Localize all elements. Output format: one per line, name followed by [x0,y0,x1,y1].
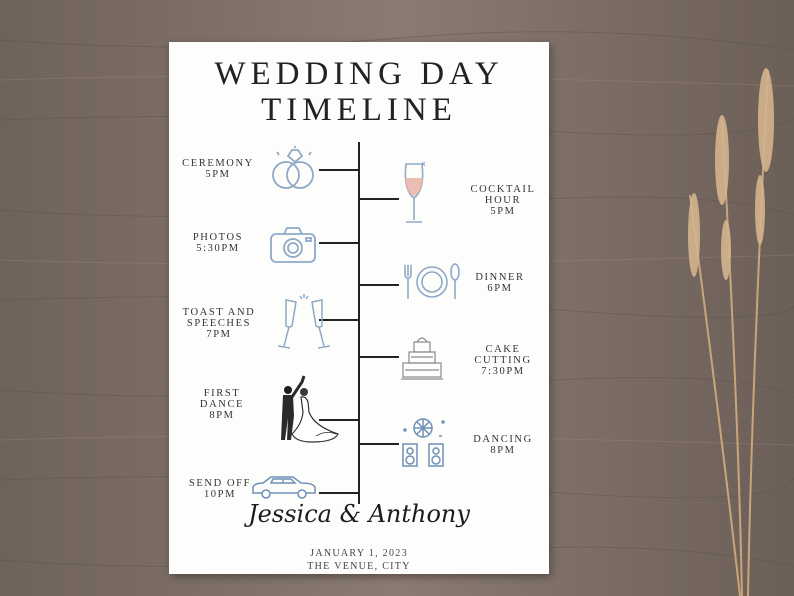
timeline-tick [359,443,399,445]
event-name: CAKE CUTTING [474,344,532,366]
event-name: DANCING [473,434,533,445]
couple-names: Jessica & Anthony [248,500,470,528]
event-time: 5PM [490,206,516,217]
wedding-cake-icon [401,337,443,380]
timeline-tick [319,419,359,421]
event-first-dance: FIRST DANCE 8PM [189,388,255,421]
event-time: 7:30PM [481,366,525,377]
event-time: 8PM [209,410,235,421]
event-name: COCKTAIL HOUR [470,184,536,206]
event-name: DINNER [475,272,525,283]
wedding-rings-icon [272,146,314,189]
event-photos: PHOTOS 5:30PM [174,232,262,254]
event-cocktail-hour: COCKTAIL HOUR 5PM [457,184,549,217]
event-dancing: DANCING 8PM [457,434,549,456]
timeline-tick [319,319,359,321]
event-venue: THE VENUE, CITY [307,561,411,572]
champagne-toast-icon [277,294,331,349]
event-time: 5PM [205,169,231,180]
event-dinner: DINNER 6PM [457,272,543,294]
timeline-tick [359,356,399,358]
event-name: TOAST AND SPEECHES [182,307,256,329]
event-time: 7PM [206,329,232,340]
timeline-tick [359,198,399,200]
wine-glass-icon [404,161,426,223]
event-date: JANUARY 1, 2023 [310,548,408,559]
event-send-off: SEND OFF 10PM [179,478,261,500]
timeline-tick [319,242,359,244]
event-ceremony: CEREMONY 5PM [174,158,262,180]
timeline-tick [319,169,359,171]
plate-cutlery-icon [404,263,460,299]
car-icon [252,476,316,499]
event-time: 10PM [203,489,237,500]
page-subtitle: TIMELINE [261,92,457,128]
event-name: SEND OFF [188,478,252,489]
dancing-couple-icon [281,375,339,443]
event-time: 5:30PM [196,243,240,254]
event-time: 8PM [490,445,516,456]
event-name: PHOTOS [192,232,244,243]
event-toast-and-speeches: TOAST AND SPEECHES 7PM [174,307,264,340]
event-name: CEREMONY [182,158,254,169]
timeline-tick [319,492,359,494]
disco-speakers-icon [402,418,445,467]
timeline-tick [359,284,399,286]
event-cake-cutting: CAKE CUTTING 7:30PM [457,344,549,377]
event-name: FIRST DANCE [199,388,245,410]
page-title: WEDDING DAY [214,56,504,92]
timeline-axis [358,142,360,504]
event-time: 6PM [487,283,513,294]
timeline-card: WEDDING DAY TIMELINE CEREMONY 5PM COCKTA… [169,42,549,574]
camera-icon [270,227,316,263]
